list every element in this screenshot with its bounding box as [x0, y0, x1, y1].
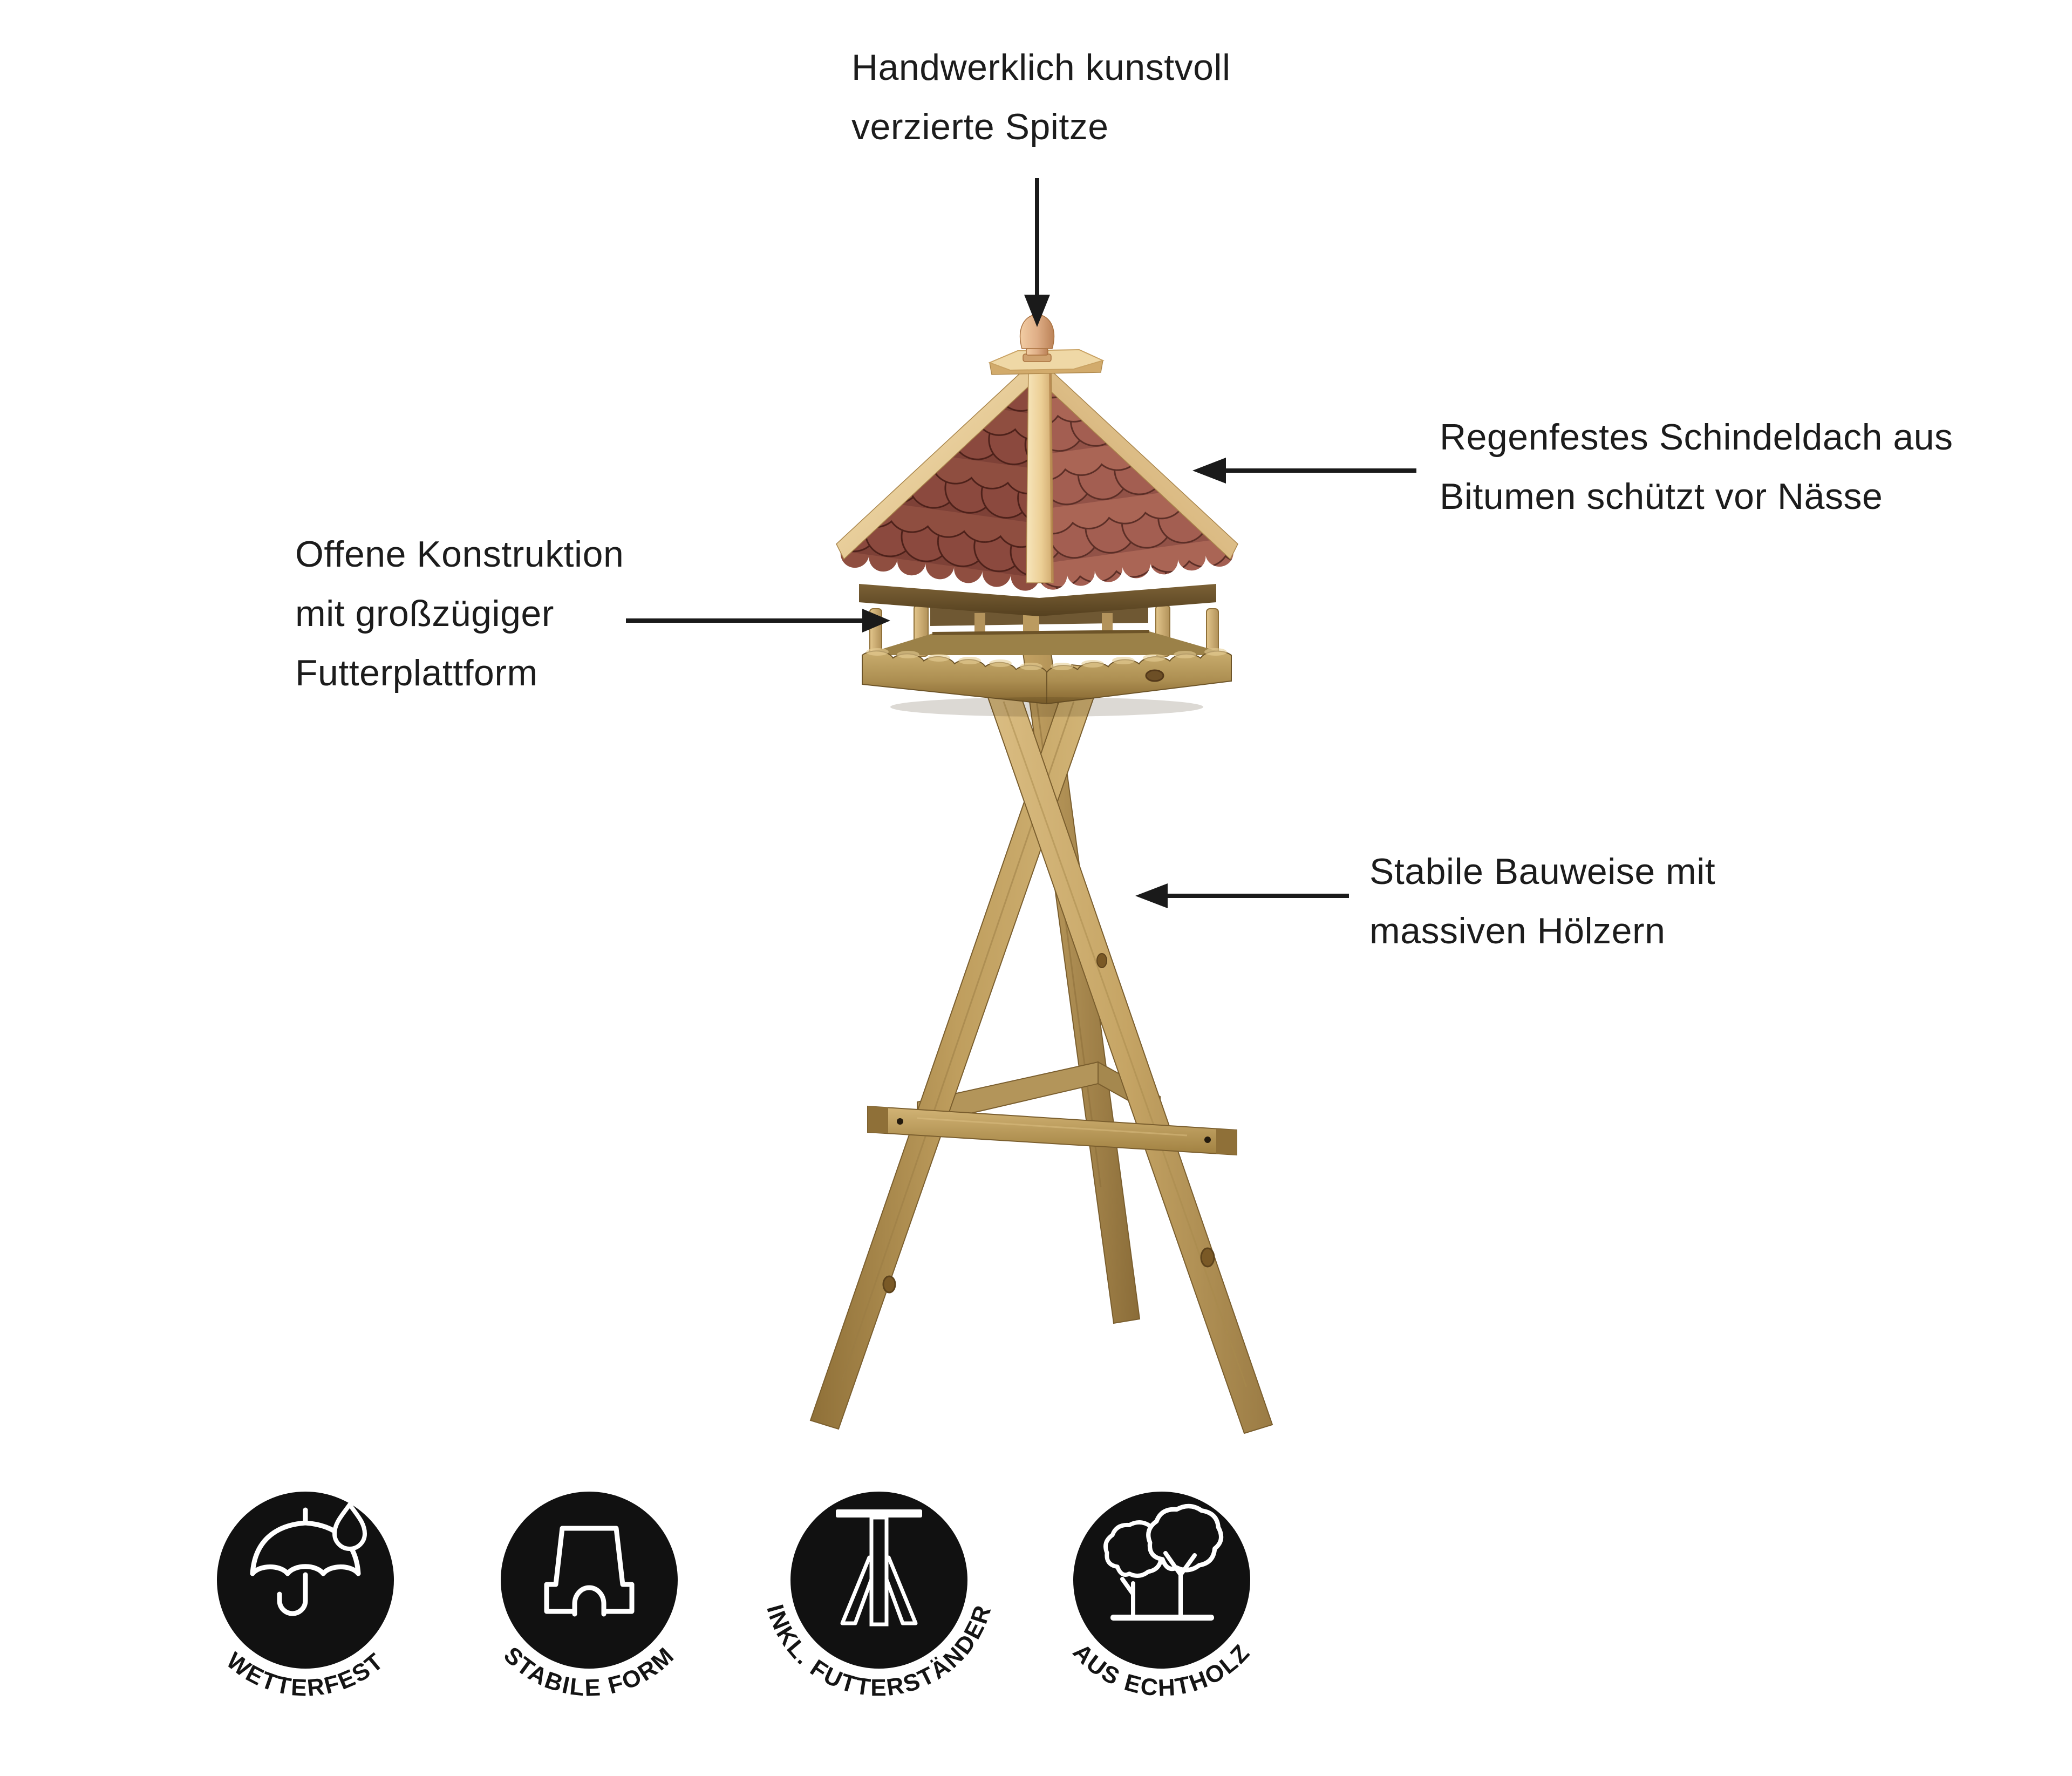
label-dach-line1: Regenfestes Schindeldach aus [1440, 417, 1953, 458]
badge-echtholz: AUS ECHTHOLZ [1068, 1492, 1254, 1702]
label-plattform-line2: mit großzügiger [295, 593, 554, 634]
label-bauweise: Stabile Bauweise mit massiven Hölzern [1369, 842, 1715, 961]
feeder-stand-icon [836, 1509, 922, 1627]
badge-futterstaender: INKL. FUTTERSTÄNDER [761, 1492, 995, 1701]
label-plattform-line1: Offene Konstruktion [295, 534, 624, 575]
umbrella-rain-icon [250, 1502, 367, 1616]
feature-badges: WETTERFEST STABILE FORM [217, 1492, 1254, 1702]
roof-battens [836, 359, 1238, 583]
label-plattform: Offene Konstruktion mit großzügiger Futt… [295, 525, 624, 703]
feeding-platform [862, 630, 1232, 717]
deck-shadow [890, 697, 1203, 717]
label-spitze: Handwerklich kunstvoll verzierte Spitze [851, 38, 1231, 156]
label-bauweise-line2: massiven Hölzern [1369, 910, 1666, 951]
arrow-dach-left [1192, 458, 1416, 484]
trees-icon [1103, 1503, 1224, 1621]
label-plattform-line3: Futterplattform [295, 652, 538, 693]
wood-knot [1096, 953, 1107, 968]
label-spitze-line2: verzierte Spitze [851, 106, 1109, 147]
stand-left-leg [809, 664, 1105, 1430]
roof-face-left [840, 369, 1040, 591]
stand-right-leg [977, 664, 1273, 1434]
label-spitze-line1: Handwerklich kunstvoll [851, 47, 1231, 88]
arrow-plattform-right [626, 609, 890, 632]
shingle-roof [840, 369, 1233, 591]
arrow-spitze-down [1024, 178, 1050, 327]
screw [1204, 1137, 1211, 1143]
arrow-bauweise-left [1135, 883, 1349, 908]
wood-knot [1200, 1247, 1215, 1268]
stable-form-icon [544, 1526, 635, 1617]
label-dach: Regenfestes Schindeldach aus Bitumen sch… [1440, 407, 1953, 526]
badge-circle [501, 1492, 678, 1669]
wood-knot [1145, 669, 1164, 682]
roof-under-rim [859, 584, 1216, 616]
screw [897, 1118, 903, 1125]
platform-rim-highlights [866, 648, 1227, 670]
annotation-arrows [626, 178, 1416, 908]
bird-feeder-illustration [809, 300, 1273, 1434]
badge-stabile-form: STABILE FORM [499, 1492, 678, 1702]
badge-wetterfest: WETTERFEST [217, 1492, 394, 1702]
stand-front-brace [867, 1105, 1237, 1156]
label-bauweise-line1: Stabile Bauweise mit [1369, 851, 1716, 892]
wood-knot [882, 1275, 896, 1294]
label-dach-line2: Bitumen schützt vor Nässe [1440, 476, 1883, 517]
